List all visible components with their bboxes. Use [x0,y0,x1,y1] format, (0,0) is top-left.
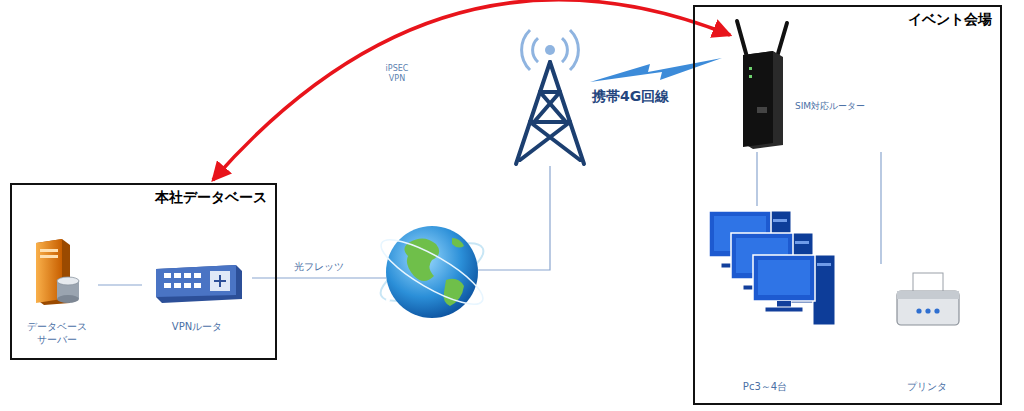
line-label: 光フレッツ [292,260,346,274]
device-label: プリンタ [877,381,977,394]
cell-tower [516,62,584,164]
connector [213,0,730,180]
vpn-router-icon [142,255,252,305]
fiber-line [252,277,386,278]
connector [880,152,881,264]
pc-group-icon [705,205,865,355]
server-node: データベース サーバー [22,237,98,349]
uplink-line [478,166,550,270]
wireless-bolt [590,58,722,82]
line-label: 携帯4G回線 [590,88,671,106]
sim-router-icon [733,17,793,152]
site-frame: イベント会場 SIM対応ルーター Pc3～4台 プリンタ [693,5,1002,405]
pc-node: Pc3～4台 [705,205,875,401]
site-frame: 本社データベースデータベース サーバー VPNルータ [10,183,277,360]
connector [756,152,757,206]
device-label: データベース サーバー [22,321,92,346]
internet-globe [374,226,491,318]
printer-node: プリンタ [877,263,983,401]
device-label: SIM対応ルーター [795,101,881,112]
site-heading: 本社データベース [12,185,275,207]
server-icon [22,237,88,307]
router-node: VPNルータ [142,255,258,347]
site-heading: イベント会場 [695,7,1000,29]
device-label: Pc3～4台 [705,381,825,394]
edge-label: iPSEC VPN [380,64,414,84]
radio-waves [522,30,579,70]
router-node: SIM対応ルーター [733,17,883,152]
connector [98,284,142,285]
printer-icon [877,263,977,333]
device-label: VPNルータ [142,321,252,334]
